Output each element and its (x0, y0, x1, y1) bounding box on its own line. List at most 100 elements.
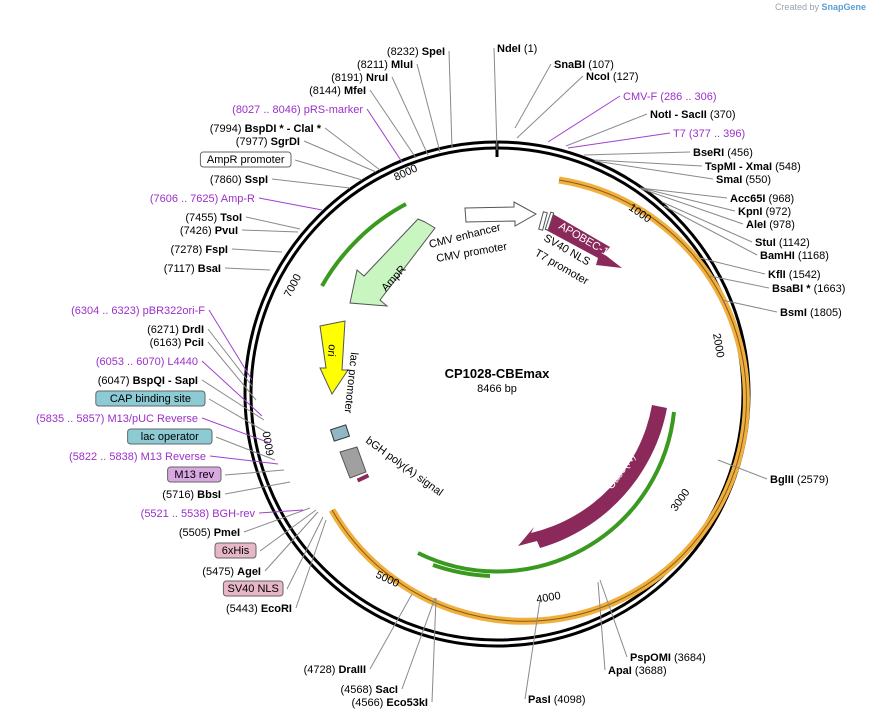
site-label: PspOMI (3684) (630, 652, 706, 664)
snapgene-credit: Created by SnapGene (775, 2, 866, 12)
feature-box-label: lac operator (141, 431, 199, 443)
site-label: (6271) DrdI (147, 324, 204, 336)
lac-promoter-label: lac promoter (342, 352, 360, 414)
label-leader (565, 113, 648, 147)
label-leader (207, 341, 257, 401)
site-label: (7860) SspI (210, 174, 268, 186)
label-leader (295, 519, 327, 609)
bgh-label: bGH poly(A) signal (363, 435, 445, 499)
site-label: (5505) PmeI (179, 527, 240, 539)
site-label: (8144) MfeI (309, 85, 366, 97)
label-leader (663, 205, 758, 256)
site-label: (7426) PvuI (180, 225, 238, 237)
plasmid-name: CP1028-CBEmax (445, 366, 551, 381)
label-leader (215, 436, 276, 461)
lac-elements (329, 424, 351, 442)
primer-label: (5835 .. 5857) M13/pUC Reverse (36, 413, 198, 425)
tick-4000: 4000 (535, 590, 561, 606)
site-label: NcoI (127) (586, 71, 639, 83)
orf-arc-1-core (331, 179, 747, 622)
site-label: Acc65I (968) (730, 193, 794, 205)
site-label: (7117) BsaI (164, 263, 221, 275)
ori-feature (319, 320, 349, 396)
label-leader (259, 509, 317, 552)
site-label: AleI (978) (746, 219, 795, 231)
site-label: (7994) BspDI * - ClaI * (210, 123, 322, 135)
site-label: PasI (4098) (528, 694, 586, 706)
site-label: (5716) BbsI (162, 489, 221, 501)
label-leader (717, 459, 768, 480)
label-leader (709, 275, 770, 289)
feature-box-label: CAP binding site (110, 393, 191, 405)
primer-label: (8027 .. 8046) pRS-marker (232, 104, 363, 116)
site-label: (8211) MluI (357, 59, 413, 71)
label-leader (593, 159, 703, 167)
site-label: KpnI (972) (738, 206, 791, 218)
site-label: (8232) SpeI (387, 46, 445, 58)
label-leader (201, 417, 271, 444)
label-leader (271, 178, 351, 189)
label-leader (597, 581, 606, 671)
site-label: SnaBI (107) (554, 59, 614, 71)
label-leader (208, 398, 267, 433)
credit-prefix: Created by (774, 2, 819, 12)
site-label: BsaBI * (1663) (772, 283, 845, 295)
label-leader (366, 108, 403, 163)
site-label: (5443) EcoRI (226, 603, 292, 615)
label-leader (241, 229, 299, 233)
label-leader (201, 379, 265, 421)
primer-label: (6304 .. 6323) pBR322ori-F (71, 305, 205, 317)
label-leader (258, 509, 304, 514)
label-leader (294, 159, 363, 181)
t7-mark (544, 211, 555, 231)
site-label: (4728) DraIII (304, 664, 366, 676)
label-leader (594, 160, 714, 180)
credit-brand: SnapGene (821, 2, 866, 12)
site-label: ApaI (3688) (608, 665, 667, 677)
tick-3000: 3000 (669, 487, 693, 514)
label-leader (416, 63, 441, 153)
site-label: (6047) BspQI - SapI (98, 375, 198, 387)
cas9-feature (518, 405, 667, 548)
label-leader (661, 201, 753, 243)
label-leader (448, 50, 453, 149)
tick-5000: 5000 (374, 569, 401, 590)
feature-box (127, 428, 213, 445)
feature-box (222, 580, 284, 597)
site-label: (8191) NruI (331, 72, 388, 84)
label-leader (547, 95, 621, 143)
label-leader (303, 140, 377, 173)
tick-2000: 2000 (710, 332, 726, 358)
site-label: NdeI (1) (497, 43, 537, 55)
label-leader (208, 309, 253, 381)
feature-box-label: SV40 NLS (228, 583, 279, 595)
site-label: (4568) SacI (341, 684, 399, 696)
cmv-enhancer-feature (464, 201, 538, 227)
primer-label: (7606 .. 7625) Amp-R (150, 193, 255, 205)
ori-label: ori (325, 344, 338, 357)
label-leader (286, 516, 324, 590)
bgh-small-1 (356, 473, 370, 483)
label-leader (599, 579, 628, 658)
label-leader (641, 188, 744, 225)
label-leader (699, 257, 766, 275)
label-leader (583, 151, 691, 156)
label-leader (514, 63, 552, 129)
label-leader (264, 511, 319, 572)
label-leader (401, 597, 436, 690)
primer-label: (6053 .. 6070) L4440 (96, 356, 198, 368)
primer-label: (5521 .. 5538) BGH-rev (141, 508, 256, 520)
feature-box-label: 6xHis (222, 545, 250, 557)
tick-7000: 7000 (282, 272, 304, 299)
label-leader (369, 89, 417, 159)
primer-label: T7 (377 .. 396) (673, 128, 745, 140)
label-leader (258, 197, 323, 211)
site-label: (7278) FspI (171, 244, 228, 256)
primer-label: (5822 .. 5838) M13 Reverse (69, 451, 206, 463)
bgh-feature (339, 446, 367, 479)
label-leader (324, 127, 381, 171)
tick-6000: 6000 (261, 430, 277, 456)
label-leader (231, 248, 283, 253)
label-leader (567, 132, 671, 149)
